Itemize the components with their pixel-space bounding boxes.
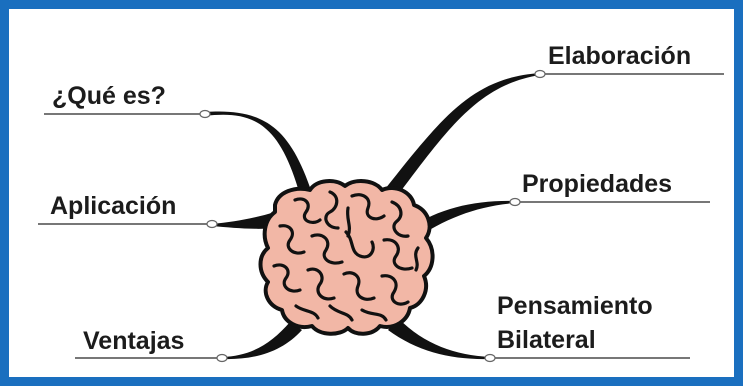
- connector-ventajas: [222, 322, 302, 360]
- brain-icon: [258, 179, 435, 336]
- node-pensamiento: [484, 353, 496, 363]
- node-que-es: [199, 109, 211, 119]
- node-propiedades: [509, 197, 521, 207]
- connector-nodes: [199, 69, 546, 363]
- branch-label-aplicacion: Aplicación: [50, 192, 176, 220]
- connector-que-es: [205, 111, 312, 195]
- branch-label-ventajas: Ventajas: [83, 327, 184, 355]
- connector-pensamiento: [388, 318, 490, 360]
- node-ventajas: [216, 353, 228, 363]
- brain-folds: [272, 190, 420, 322]
- node-elaboracion: [534, 69, 546, 79]
- branch-label-propiedades: Propiedades: [522, 170, 672, 198]
- branch-label-elaboracion: Elaboración: [548, 42, 691, 70]
- brain-outline: [258, 179, 435, 336]
- node-aplicacion: [206, 219, 218, 229]
- connector-aplicacion: [212, 212, 278, 229]
- label-underlines: [38, 73, 724, 359]
- branch-label-pensamiento-line2: Bilateral: [497, 326, 596, 354]
- connector-elaboracion: [378, 73, 540, 203]
- branch-label-pensamiento-line1: Pensamiento: [497, 292, 653, 320]
- connector-propiedades: [410, 200, 515, 240]
- branch-label-que-es: ¿Qué es?: [52, 82, 166, 110]
